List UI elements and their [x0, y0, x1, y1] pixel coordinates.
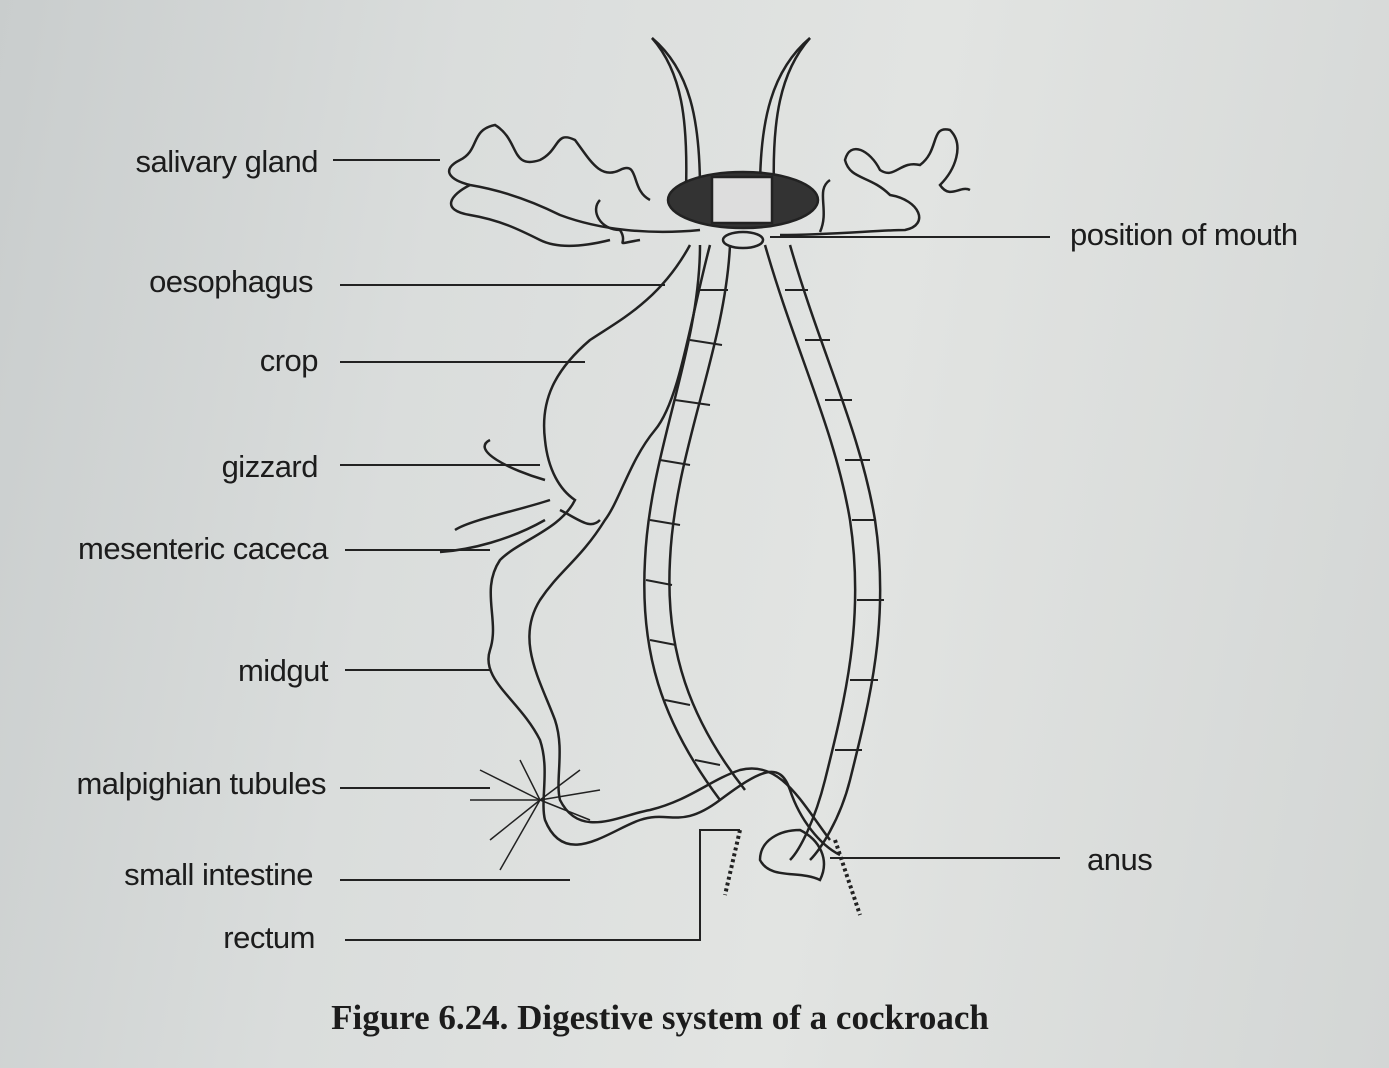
salivary-glands [447, 123, 971, 248]
label-malpighian-tubules: malpighian tubules [76, 766, 326, 801]
label-mesenteric-caceca: mesenteric caceca [78, 531, 328, 566]
figure-caption: Figure 6.24. Digestive system of a cockr… [331, 998, 989, 1037]
label-crop: crop [259, 343, 319, 378]
antennae [651, 37, 811, 191]
label-midgut: midgut [237, 653, 329, 688]
label-gizzard: gizzard [221, 449, 319, 484]
label-salivary-gland: salivary gland [135, 144, 318, 179]
alimentary-canal [439, 244, 884, 916]
label-oesophagus: oesophagus [149, 264, 313, 299]
leader-lines [333, 159, 1060, 941]
label-small-intestine: small intestine [124, 857, 313, 892]
label-rectum: rectum [223, 920, 315, 955]
head [666, 170, 820, 250]
label-anus: anus [1087, 842, 1153, 877]
label-position-of-mouth: position of mouth [1070, 217, 1298, 252]
